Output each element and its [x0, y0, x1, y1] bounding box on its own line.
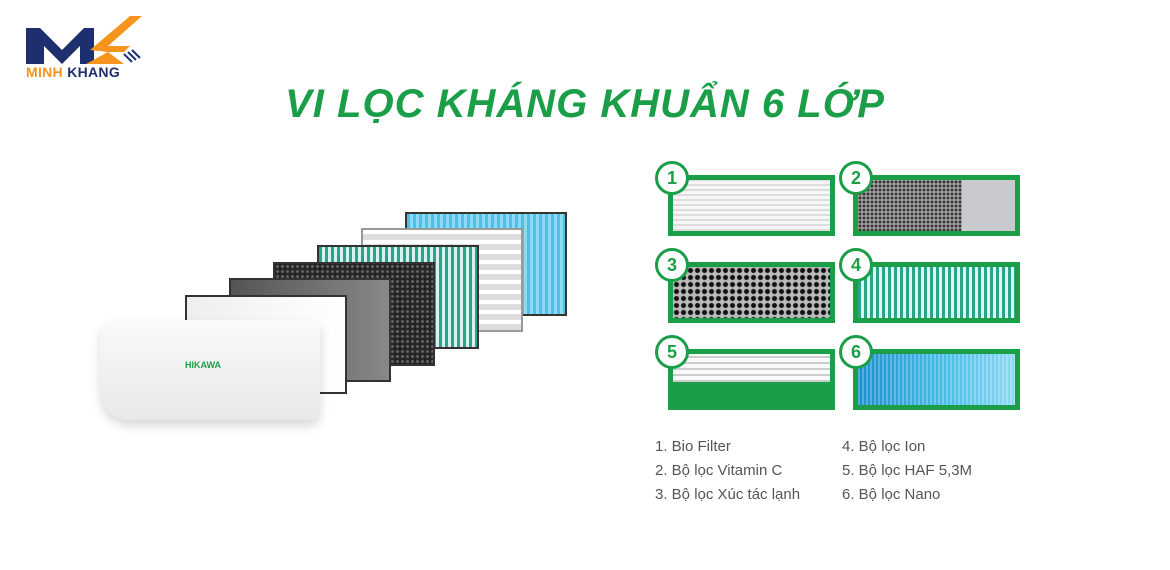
- filter-number-3: 3: [655, 248, 689, 282]
- ion-filter-icon: [858, 267, 1015, 318]
- logo-text: MINH KHANG: [26, 64, 120, 80]
- logo-text-minh: MINH: [26, 64, 63, 80]
- legend-item: 3. Bộ lọc Xúc tác lạnh: [655, 486, 801, 503]
- filter-card-2: [853, 175, 1020, 236]
- filter-card-1: [668, 175, 835, 236]
- filter-number-5: 5: [655, 335, 689, 369]
- bio-filter-mesh-icon: [673, 180, 830, 231]
- filter-number-6: 6: [839, 335, 873, 369]
- legend-item: 4. Bộ lọc Ion: [842, 438, 926, 455]
- minh-khang-logo: [26, 16, 142, 64]
- filter-card-5: [668, 349, 835, 410]
- filter-card-3: [668, 262, 835, 323]
- vitamin-c-filter-icon: [858, 180, 1015, 231]
- nano-filter-icon: [858, 354, 1015, 405]
- cold-catalyst-filter-icon: [673, 267, 830, 318]
- legend-item: 6. Bộ lọc Nano: [842, 486, 941, 503]
- indoor-unit: HIKAWA: [100, 320, 320, 420]
- filter-card-4: [853, 262, 1020, 323]
- legend-item: 1. Bio Filter: [655, 438, 731, 455]
- filter-number-4: 4: [839, 248, 873, 282]
- legend-item: 2. Bộ lọc Vitamin C: [655, 462, 783, 479]
- haf-filter-icon: [673, 354, 830, 383]
- legend-right: 4. Bộ lọc Ion 5. Bộ lọc HAF 5,3M 6. Bộ l…: [842, 435, 972, 507]
- logo-text-khang: KHANG: [67, 64, 121, 80]
- filter-number-1: 1: [655, 161, 689, 195]
- page-title: VI LỌC KHÁNG KHUẨN 6 LỚP: [285, 82, 885, 126]
- legend-item: 5. Bộ lọc HAF 5,3M: [842, 462, 973, 479]
- filter-card-6: [853, 349, 1020, 410]
- legend-left: 1. Bio Filter 2. Bộ lọc Vitamin C 3. Bộ …: [655, 435, 800, 507]
- air-conditioner-illustration: HIKAWA: [95, 205, 575, 425]
- product-brand: HIKAWA: [185, 360, 221, 370]
- filter-number-2: 2: [839, 161, 873, 195]
